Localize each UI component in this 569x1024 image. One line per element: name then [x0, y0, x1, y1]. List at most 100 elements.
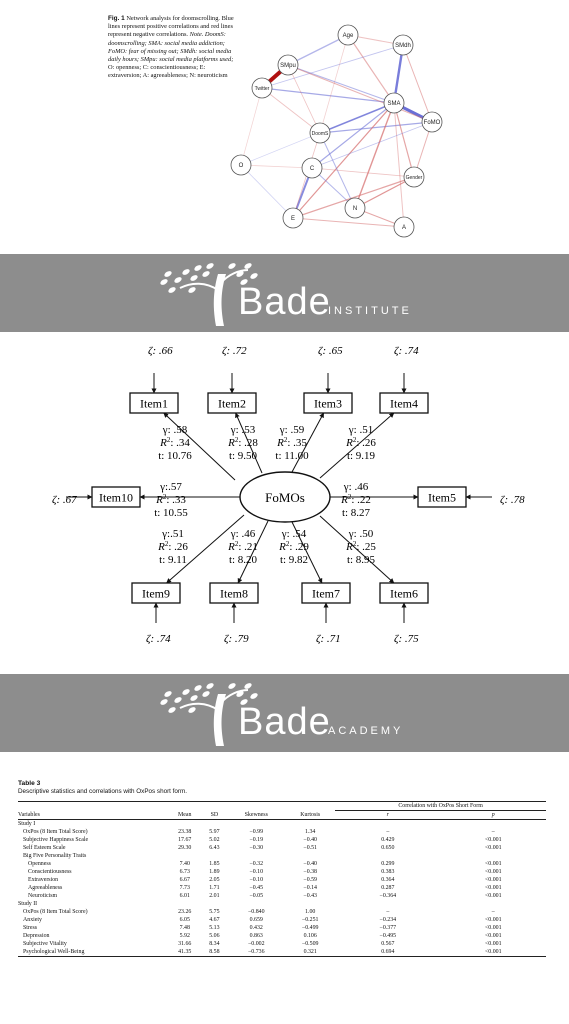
svg-text:FoMO: FoMO: [424, 120, 441, 126]
column-header-kurtosis: Kurtosis: [285, 810, 336, 820]
table-cell: [441, 852, 546, 860]
figure1-label: Fig. 1: [108, 15, 125, 22]
network-node-dooms: DoomS: [309, 122, 331, 144]
table-cell: 0.659: [249, 917, 263, 923]
residual-label: ζ: .67: [52, 494, 77, 506]
network-edge-e-gender: [292, 176, 415, 219]
gamma-label: γ: .59: [279, 424, 305, 436]
table-cell: 1.85: [209, 861, 220, 867]
t-value-label: t: 9.82: [280, 554, 308, 566]
table-header-group-row: Correlation with OxPos Short Form: [18, 801, 546, 811]
gamma-label: γ: .51: [348, 424, 373, 436]
table-cell: 6.73: [179, 869, 190, 875]
table-cell: −0.251: [301, 917, 319, 923]
table-cell: 7.48: [179, 925, 190, 931]
network-edge-o-e: [240, 164, 294, 219]
residual-label: ζ: .71: [316, 633, 341, 645]
table-cell: −0.30: [249, 845, 264, 851]
t-value-label: t: 10.76: [158, 450, 192, 462]
r2-label: R2: .25: [345, 540, 376, 553]
table-cell: −0.40: [303, 861, 318, 867]
t-value-label: t: 10.55: [154, 507, 188, 519]
table-cell: [227, 900, 285, 908]
r2-label: R2: .22: [340, 493, 371, 506]
table-cell: −0.840: [247, 909, 265, 915]
table-cell: 7.73: [179, 885, 190, 891]
column-header-skewness: Skewness: [227, 810, 286, 820]
table-cell: <0.001: [484, 941, 502, 947]
residual-label: ζ: .74: [394, 345, 419, 357]
row-label: Agreeableness: [28, 885, 63, 891]
latent-ellipse: [239, 471, 331, 523]
table-cell: <0.001: [484, 845, 502, 851]
gamma-label: γ: .58: [162, 424, 188, 436]
residual-label: ζ: .79: [224, 633, 249, 645]
network-node-age: Age: [337, 24, 359, 46]
indicator-label: Item10: [99, 491, 133, 505]
row-label: Neuroticism: [28, 893, 58, 899]
table-cell: 6.01: [179, 893, 190, 899]
network-edge-twitter-dooms: [261, 87, 321, 134]
network-edge-smpu-dooms: [287, 64, 321, 134]
table-cell: −0.45: [249, 885, 264, 891]
gamma-label: γ: .54: [281, 528, 307, 540]
table-cell: 0.650: [381, 845, 395, 851]
network-node-n: N: [344, 197, 366, 219]
table-cell: −0.10: [249, 869, 264, 875]
r2-label: R2: .34: [159, 436, 190, 449]
svg-text:SMdh: SMdh: [395, 43, 411, 49]
network-edge-dooms-n: [319, 132, 356, 209]
table-cell: [227, 852, 285, 860]
table-cell: 5.06: [209, 933, 220, 939]
gamma-label: γ: .53: [230, 424, 256, 436]
table-cell: 0.567: [381, 941, 395, 947]
table-cell: 6.05: [179, 917, 190, 923]
banner-academy-art: Bade ACADEMY: [160, 683, 403, 746]
table3-block: Table 3 Descriptive statistics and corre…: [18, 780, 546, 957]
table-cell: −0.509: [301, 941, 319, 947]
figure1-caption-text: Network analysis for doomscrolling. Blue…: [108, 15, 234, 39]
indicator-label: Item7: [312, 587, 340, 601]
network-edge-e-sma: [292, 102, 395, 219]
table-cell: −0.19: [249, 837, 264, 843]
r2-label: R2: .33: [155, 493, 186, 506]
column-header-r: r: [335, 810, 441, 820]
banner-academy: Bade ACADEMY: [0, 674, 569, 752]
network-edge-age-sma: [347, 34, 395, 104]
network-edge-o-twitter: [240, 87, 263, 166]
table-cell: −0.495: [379, 933, 397, 939]
table-cell: 0.429: [381, 837, 395, 843]
t-value-label: t: 9.50: [229, 450, 258, 462]
table-cell: [202, 900, 228, 908]
network-edge-c-gender: [311, 167, 415, 178]
loading-arrow-item8: [237, 520, 269, 584]
network-edge-e-a: [292, 217, 405, 228]
indicator-label: Item9: [142, 587, 170, 601]
row-label: OxPos (8 Item Total Score): [23, 829, 88, 835]
row-label: Anxiety: [23, 917, 42, 923]
table-cell: −0.499: [301, 925, 319, 931]
table-cell: −0.234: [379, 917, 397, 923]
table-cell: –: [491, 829, 495, 835]
table-cell: [168, 820, 202, 829]
row-label: Psychological Well-Being: [18, 948, 168, 957]
network-node-smdh: SMdh: [392, 34, 414, 56]
network-edge-dooms-fomo: [319, 121, 433, 134]
table-cell: 1.00: [305, 909, 316, 915]
network-node-twitter: Twitter: [251, 77, 273, 99]
table-cell: 23.38: [178, 829, 192, 835]
gamma-label: γ: .46: [343, 481, 369, 493]
table-cell: −0.736: [227, 948, 286, 957]
table-cell: [441, 900, 546, 908]
table-cell: 6.67: [179, 877, 190, 883]
banner-suffix: ACADEMY: [328, 725, 403, 737]
